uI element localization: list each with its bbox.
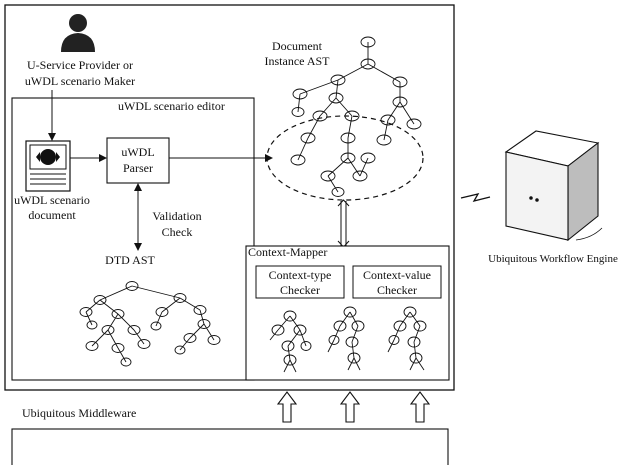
document-label-line2: document [28,208,76,222]
user-icon [61,14,95,52]
actor-label-line2: uWDL scenario Maker [25,74,135,88]
parser-label-line1: uWDL [121,145,154,159]
validation-label-line2: Check [162,225,193,239]
editor-box [11,97,255,381]
context-value-checker-line1: Context-value [363,268,431,282]
document-icon [25,140,71,192]
instance-subtree-boundary [266,115,424,201]
mapper-tree-1 [269,310,312,373]
engine-label: Ubiquitous Workflow Engine [488,253,618,265]
mapper-tree-3 [387,306,427,371]
middleware-box [11,428,449,465]
context-type-checker-line1: Context-type [269,268,332,282]
document-label-line1: uWDL scenario [14,193,90,207]
context-type-checker-line2: Checker [280,283,320,297]
middleware-up-arrows [276,391,431,423]
mapper-tree-2 [327,306,365,371]
instance-mapper-link [337,199,350,248]
context-type-checker-box [255,265,345,299]
validation-label-line1: Validation [152,209,201,223]
instance-ast-label-line1: Document [272,39,323,53]
dtd-ast-tree [79,281,221,367]
dtd-ast-label: DTD AST [105,253,155,267]
server-icon [504,130,603,242]
parser-label-line2: Parser [123,161,153,175]
system-boundary [4,4,455,391]
context-mapper-title: Context-Mapper [248,245,327,259]
wireless-link-icon [460,193,491,203]
middleware-label: Ubiquitous Middleware [22,406,136,420]
context-value-checker-box [352,265,442,299]
instance-ast-tree [266,36,424,201]
instance-ast-label-line2: Instance AST [265,54,331,68]
editor-title: uWDL scenario editor [118,99,225,113]
actor-label-line1: U-Service Provider or [27,58,133,72]
context-value-checker-line2: Checker [377,283,417,297]
